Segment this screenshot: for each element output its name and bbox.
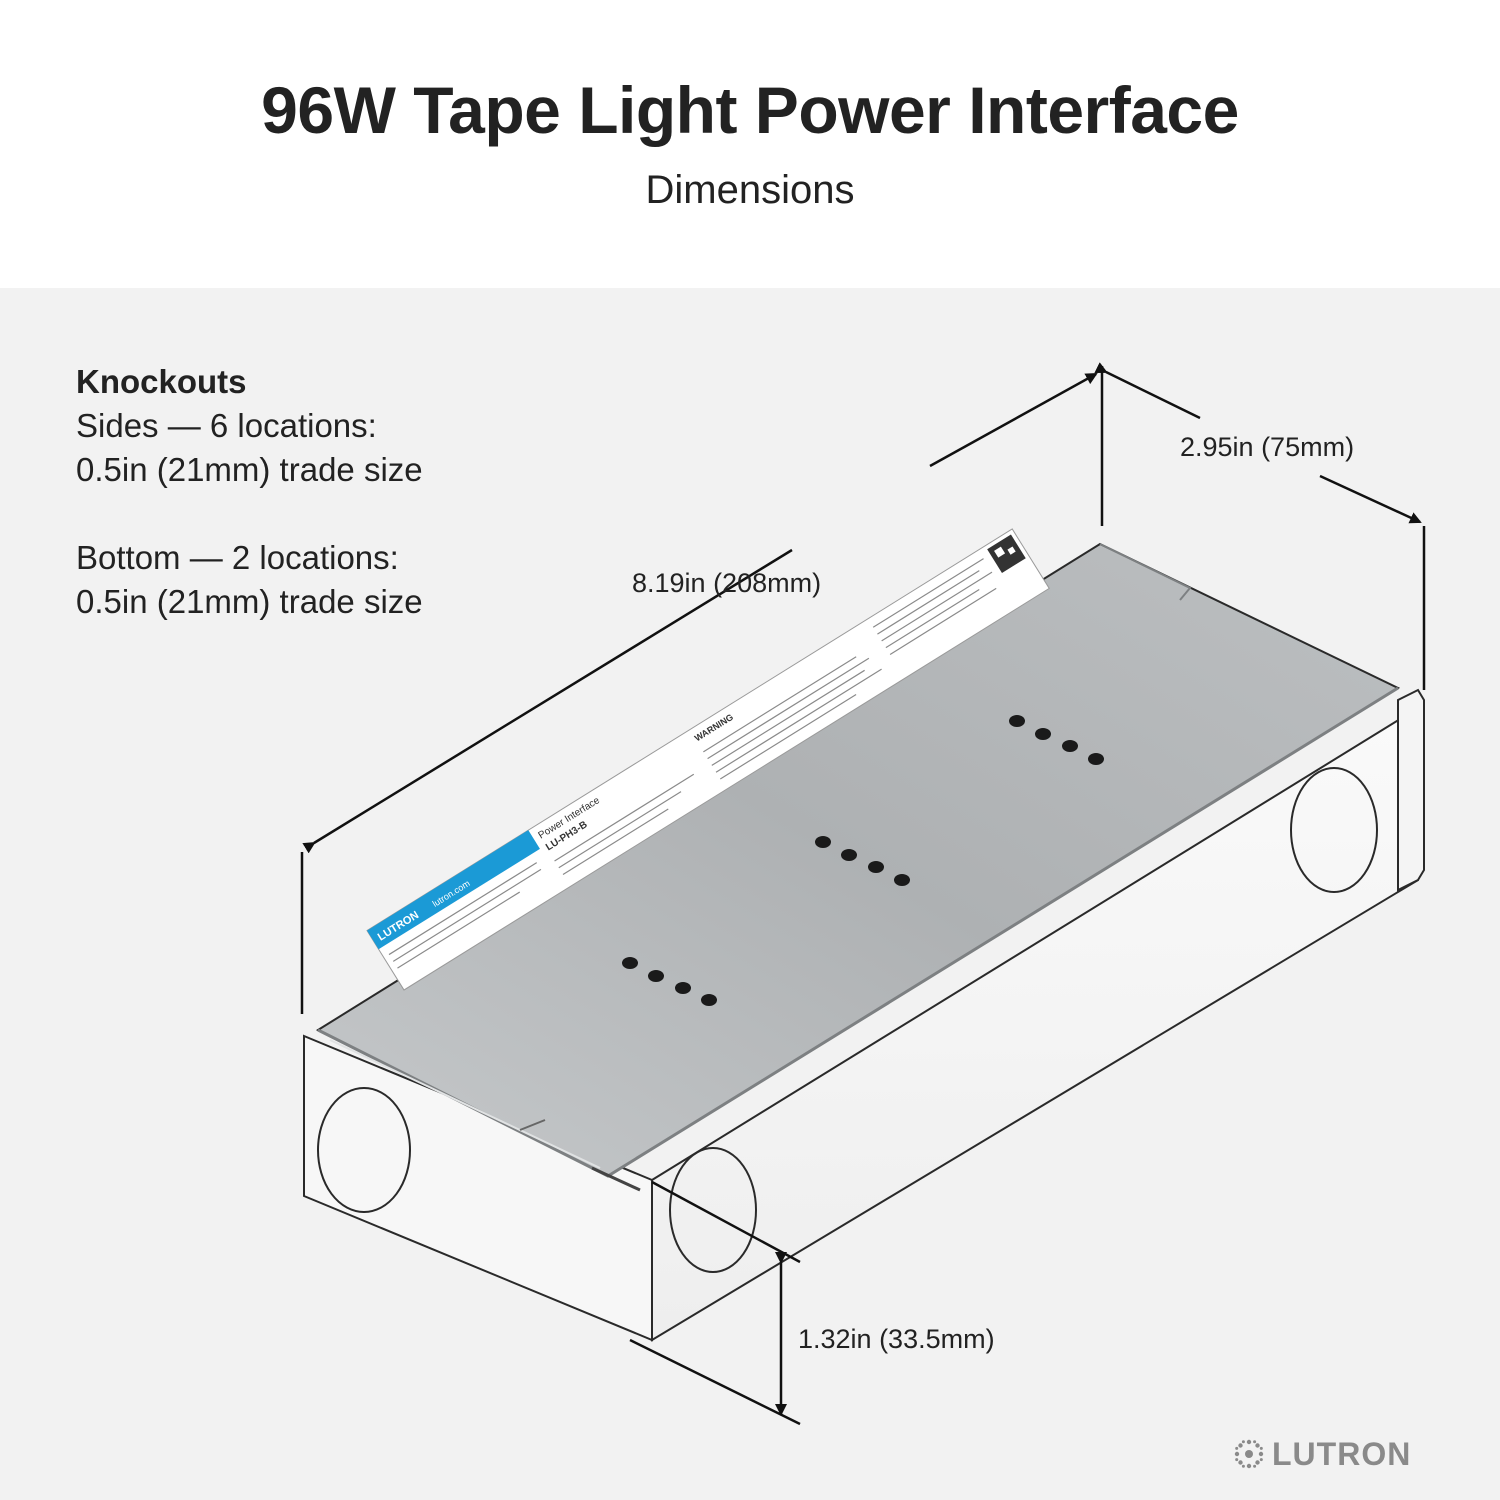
knockouts-bottom-line1: Bottom — 2 locations: — [76, 539, 399, 576]
knockouts-note: Knockouts Sides — 6 locations: 0.5in (21… — [76, 360, 423, 624]
vent-holes — [622, 715, 1104, 1006]
page-title: 96W Tape Light Power Interface — [261, 73, 1239, 147]
qr-code-icon — [987, 534, 1026, 574]
dimension-length-label: 8.19in (208mm) — [632, 568, 822, 598]
lutron-sunburst-icon — [1234, 1439, 1264, 1469]
knockouts-heading: Knockouts — [76, 363, 247, 400]
knockouts-sides-line1: Sides — 6 locations: — [76, 407, 377, 444]
brand-name: LUTRON — [1272, 1435, 1412, 1472]
dimension-length-line — [300, 366, 1104, 1014]
knockouts-bottom-line2: 0.5in (21mm) trade size — [76, 583, 423, 620]
dimension-height-line — [629, 1180, 801, 1426]
label-accent-bar — [367, 830, 540, 950]
knockout-front — [669, 1147, 757, 1273]
knockout-right — [1290, 767, 1378, 893]
knockouts-spacer — [76, 492, 423, 536]
knockout-end — [317, 1087, 411, 1213]
dimension-width-label: 2.95in (75mm) — [1180, 432, 1355, 462]
brand-logo: LUTRON — [1232, 1436, 1411, 1472]
dimension-height-label: 1.32in (33.5mm) — [798, 1324, 995, 1354]
page-subtitle: Dimensions — [645, 168, 855, 212]
box-lid-top — [315, 542, 1401, 1192]
dimension-width-line — [1094, 362, 1426, 690]
knockouts-sides-line2: 0.5in (21mm) trade size — [76, 451, 423, 488]
box-right-edge — [1397, 688, 1425, 892]
